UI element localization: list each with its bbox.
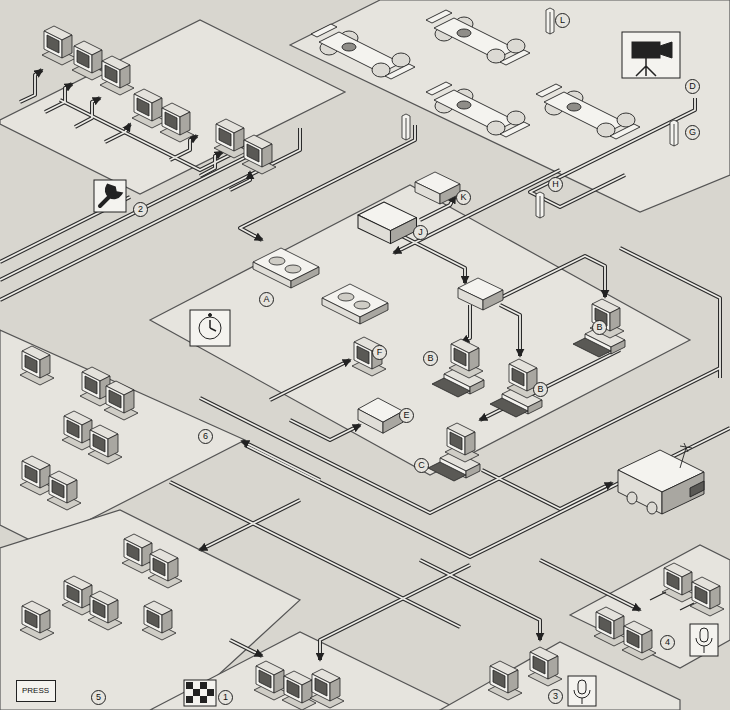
callout-label: B xyxy=(592,320,607,335)
callout-label: E xyxy=(399,408,414,423)
callout-label: G xyxy=(685,125,700,140)
callout-label: 1 xyxy=(218,690,233,705)
callout-label: K xyxy=(456,190,471,205)
callout-label: H xyxy=(548,177,563,192)
callout-label: C xyxy=(414,458,429,473)
callout-label: D xyxy=(685,79,700,94)
callout-label: 6 xyxy=(198,429,213,444)
callout-label: J xyxy=(413,225,428,240)
callout-label: F xyxy=(372,345,387,360)
box-text: PRESS xyxy=(22,686,49,696)
callout-label: B xyxy=(423,351,438,366)
callout-label: 3 xyxy=(548,689,563,704)
callout-label: 5 xyxy=(91,690,106,705)
callout-label: 4 xyxy=(660,635,675,650)
callout-label: L xyxy=(555,13,570,28)
callout-label: B xyxy=(533,382,548,397)
press-sign-box: PRESS xyxy=(16,680,56,702)
callout-label: A xyxy=(259,292,274,307)
callout-label: 2 xyxy=(133,202,148,217)
